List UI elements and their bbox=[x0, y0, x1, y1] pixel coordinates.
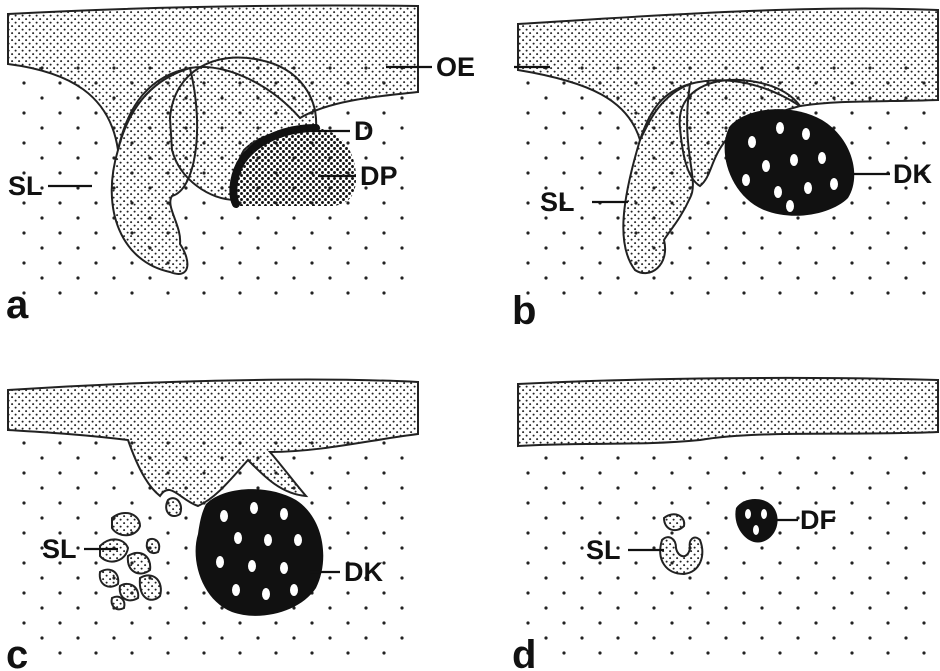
panel-b-letter: b bbox=[512, 289, 536, 333]
dp-label: DP bbox=[360, 161, 398, 191]
mesenchyme-background bbox=[518, 446, 938, 656]
panel-c: DK SL c bbox=[6, 380, 418, 671]
panel-a-letter: a bbox=[6, 283, 29, 327]
sl-label: SL bbox=[586, 535, 621, 565]
panel-b: DK SL b bbox=[512, 9, 938, 333]
oral-epithelium bbox=[518, 378, 938, 446]
panel-a: OE D DP SL a bbox=[6, 5, 475, 327]
sl-label: SL bbox=[540, 187, 575, 217]
panel-c-letter: c bbox=[6, 633, 28, 671]
d-label: D bbox=[354, 116, 374, 146]
panel-d: DF SL d bbox=[512, 378, 938, 671]
df-label: DF bbox=[800, 505, 836, 535]
dermal-denticle-keratin bbox=[196, 489, 324, 616]
dk-label: DK bbox=[344, 557, 383, 587]
sl-label: SL bbox=[42, 534, 77, 564]
oe-label: OE bbox=[436, 52, 475, 82]
sl-label: SL bbox=[8, 171, 43, 201]
dk-label: DK bbox=[893, 159, 932, 189]
panel-d-letter: d bbox=[512, 633, 536, 671]
